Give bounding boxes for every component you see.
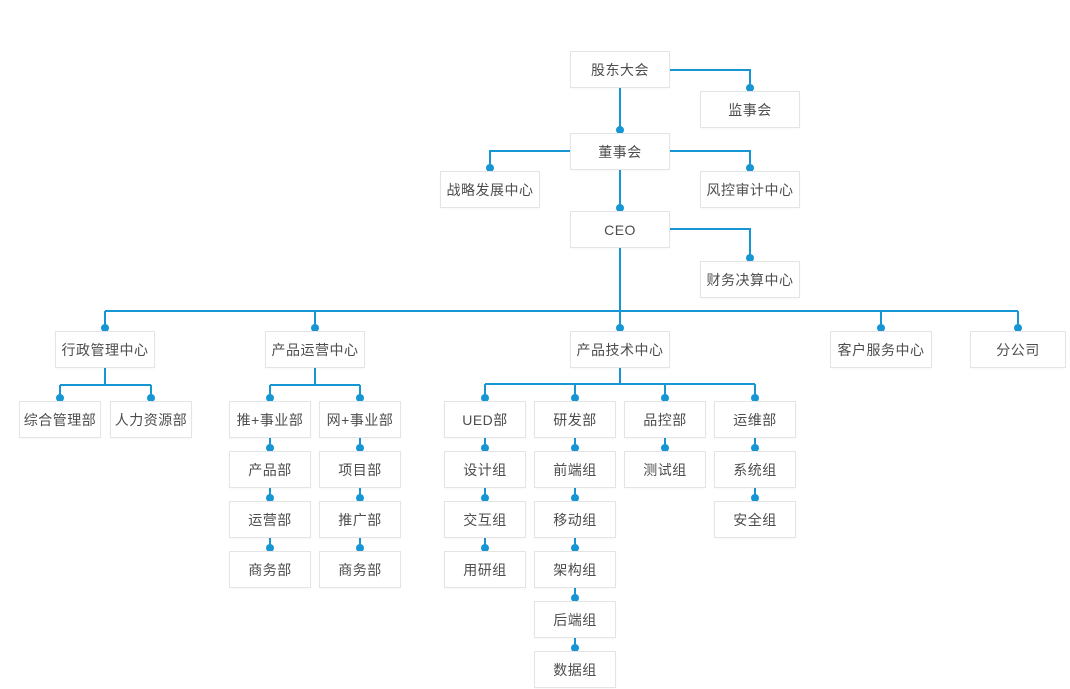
connector-dot [877,324,885,332]
org-node-ceo: CEO [570,211,670,248]
connector-line [670,69,751,91]
connector-dot [746,254,754,262]
connector-dot [356,494,364,502]
org-node-product-tech-center: 产品技术中心 [570,331,670,368]
connector-line [670,228,751,261]
org-node-architecture-group: 架构组 [534,551,616,588]
org-node-operation-dept: 运营部 [229,501,311,538]
org-node-user-research-group: 用研组 [444,551,526,588]
org-node-ued-dept: UED部 [444,401,526,438]
connector-dot [356,394,364,402]
org-node-risk-audit-center: 风控审计中心 [700,171,800,208]
org-node-product-dept: 产品部 [229,451,311,488]
connector-dot [661,444,669,452]
org-node-project-dept: 项目部 [319,451,401,488]
org-node-tui-business-dept: 推+事业部 [229,401,311,438]
org-node-supervisory-board: 监事会 [700,91,800,128]
connector-dot [481,444,489,452]
connector-dot [266,444,274,452]
connector-dot [486,164,494,172]
connector-dot [266,544,274,552]
connector-dot [571,594,579,602]
org-node-finance-center: 财务决算中心 [700,261,800,298]
connector-dot [746,84,754,92]
org-node-strategy-center: 战略发展中心 [440,171,540,208]
connector-dot [481,394,489,402]
connector-dot [616,204,624,212]
org-node-qc-dept: 品控部 [624,401,706,438]
org-node-system-group: 系统组 [714,451,796,488]
org-node-business-dept-wang: 商务部 [319,551,401,588]
connector-dot [571,394,579,402]
org-node-business-dept-tui: 商务部 [229,551,311,588]
org-node-hr-dept: 人力资源部 [110,401,192,438]
connector-dot [571,544,579,552]
connector-dot [481,544,489,552]
org-node-security-group: 安全组 [714,501,796,538]
org-node-mobile-group: 移动组 [534,501,616,538]
connector-dot [571,494,579,502]
org-node-wang-business-dept: 网+事业部 [319,401,401,438]
connector-dot [616,324,624,332]
connector-dot [751,394,759,402]
connector-dot [1014,324,1022,332]
org-node-backend-group: 后端组 [534,601,616,638]
org-node-product-ops-center: 产品运营中心 [265,331,365,368]
connector-dot [356,544,364,552]
org-node-design-group: 设计组 [444,451,526,488]
connector-dot [751,494,759,502]
org-node-frontend-group: 前端组 [534,451,616,488]
connector-dot [101,324,109,332]
connector-dot [147,394,155,402]
org-node-admin-center: 行政管理中心 [55,331,155,368]
connector-dot [56,394,64,402]
connector-dot [571,444,579,452]
org-node-shareholders-meeting: 股东大会 [570,51,670,88]
org-node-data-group: 数据组 [534,651,616,688]
connector-dot [661,394,669,402]
connector-dot [616,126,624,134]
org-node-interaction-group: 交互组 [444,501,526,538]
connector-dot [356,444,364,452]
connector-line [670,150,751,171]
connector-dot [266,394,274,402]
connector-dot [481,494,489,502]
connector-line [489,150,570,171]
connector-dot [311,324,319,332]
org-node-customer-service-center: 客户服务中心 [830,331,932,368]
org-node-general-mgmt-dept: 综合管理部 [19,401,101,438]
org-node-rd-dept: 研发部 [534,401,616,438]
connector-dot [266,494,274,502]
connector-dot [746,164,754,172]
org-node-promotion-dept: 推广部 [319,501,401,538]
org-node-testing-group: 测试组 [624,451,706,488]
org-node-branch-company: 分公司 [970,331,1066,368]
org-node-devops-dept: 运维部 [714,401,796,438]
connector-dot [751,444,759,452]
connector-dot [571,644,579,652]
org-node-board-of-directors: 董事会 [570,133,670,170]
